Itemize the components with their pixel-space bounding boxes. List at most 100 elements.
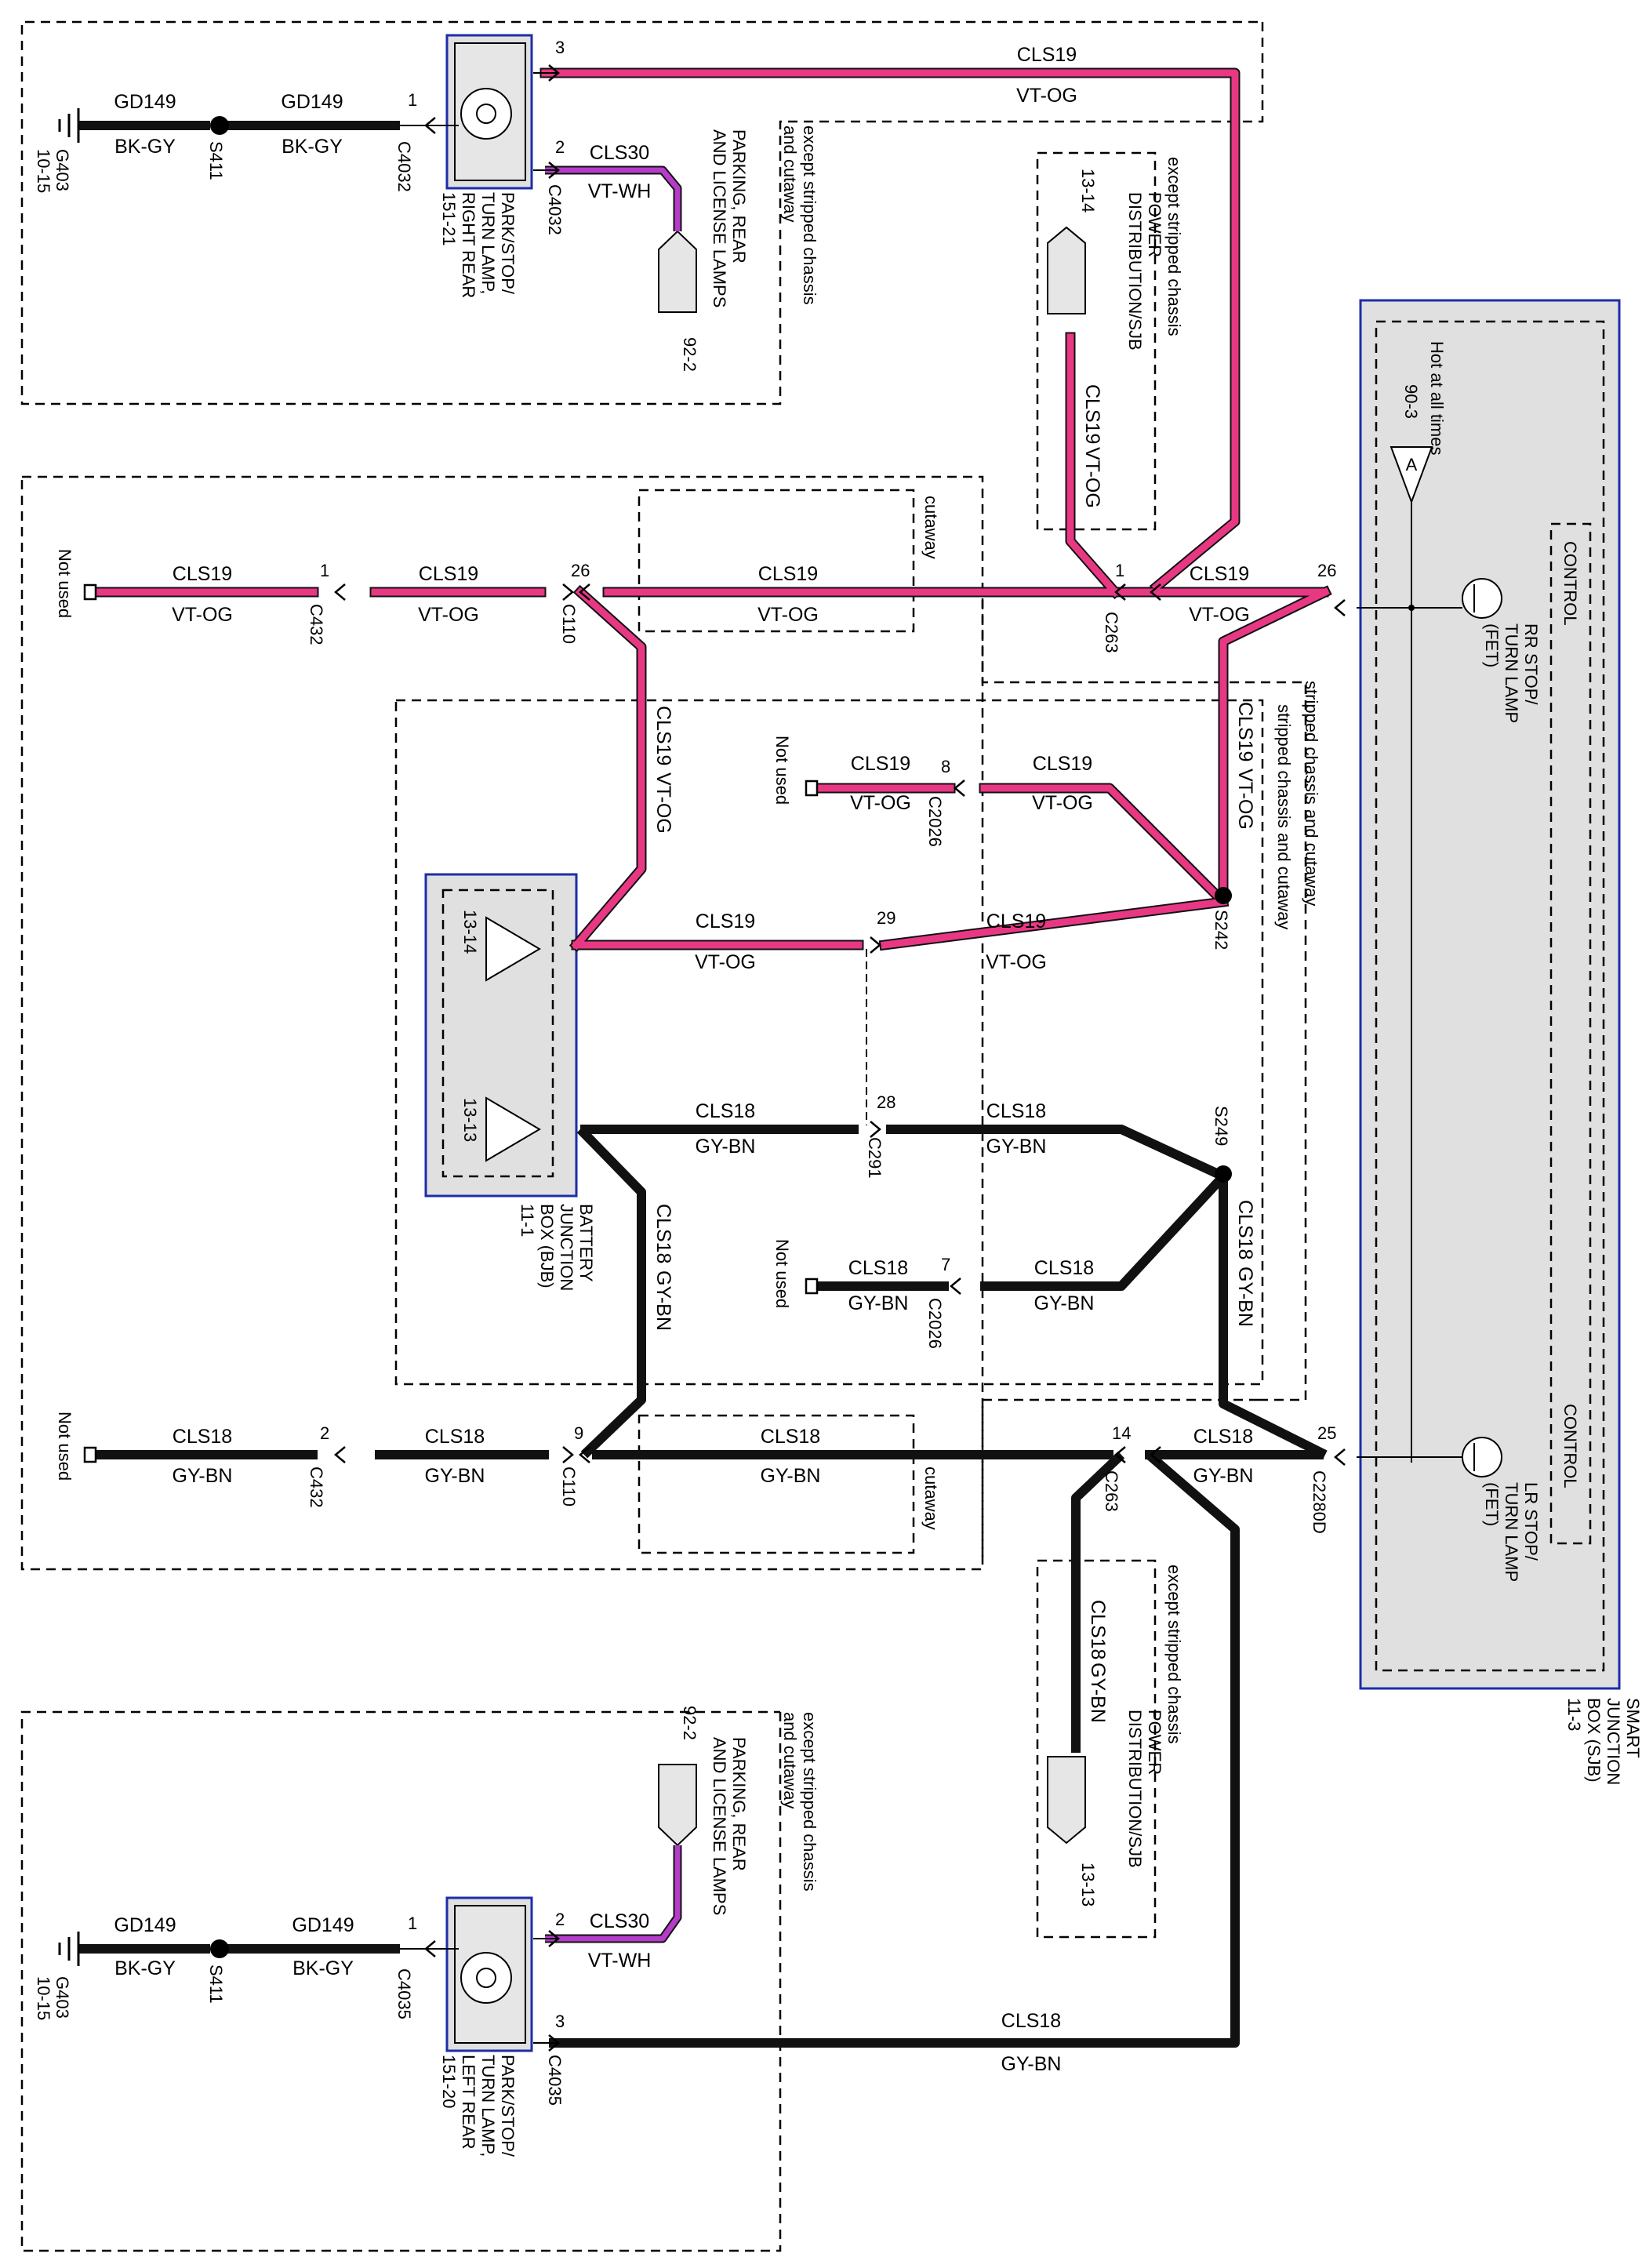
wire-label-bk-gy: BK-GY [114,1957,176,1979]
sjb-name: JUNCTION [1604,1698,1623,1785]
wire-label-cls18: CLS18 [652,1204,674,1263]
lr-fet-label: LR STOP/ [1521,1482,1541,1561]
wire-label-cls19: CLS19 [419,563,478,585]
connector-label: C4032 [394,141,414,192]
wire-label-vt-wh: VT-WH [588,1950,652,1972]
parking-lamp-name: PARKING, REAR [729,129,749,264]
except-stripped-label: except stripped chassis [800,125,819,305]
pin-label: 26 [1317,561,1336,580]
bjb-inner-box [441,889,554,1178]
stripped-cutaway-label: stripped chassis and cutaway [1302,681,1321,906]
pin-label: 8 [941,757,950,776]
wire-label-cls19: CLS19 [652,706,674,765]
connector-label: C4035 [545,2055,565,2106]
power-dist-bottom-icon [1047,1756,1086,1845]
option-region-boxes [20,20,1307,2252]
rr-fet-label: (FET) [1482,623,1502,667]
wire-label-cls18: CLS18 [1001,2010,1061,2032]
power-dist-name: DISTRIBUTION/SJB [1125,1710,1145,1868]
pin-label: 1 [1115,561,1124,580]
region-c263-lower [981,1398,1259,1561]
parking-lamp-name: AND LICENSE LAMPS [710,1737,729,1915]
connector-label: C263 [1102,1470,1121,1512]
connector-arrows [334,64,1346,2052]
connector-label: C2280D [1310,1470,1329,1534]
bjb-name: BOX (BJB) [537,1204,557,1288]
splice-dots [210,116,1232,1958]
region-lr-lamp [20,1710,782,2252]
pin-label: 28 [877,1092,895,1112]
wire-label-vt-og: VT-OG [1234,769,1256,830]
wire-label-gy-bn: GY-BN [1234,1267,1256,1327]
region-stripped-chassis [394,699,1264,1386]
region-power-dist-top [1036,151,1157,531]
bjb-name: 11-1 [518,1204,537,1237]
connector-label: S242 [1212,910,1231,950]
wire-label-cls18: CLS18 [848,1257,908,1279]
lr-lamp-name: LEFT REAR [459,2055,478,2150]
pin-label: 1 [320,561,329,580]
wire-label-vt-og: VT-OG [1189,604,1250,626]
except-stripped-label: and cutaway [780,125,800,223]
wire-label-gy-bn: GY-BN [425,1465,485,1487]
parking-lamp-top-icon [658,230,697,313]
wires-cls30 [545,165,682,1943]
wire-label-vt-og: VT-OG [695,951,756,973]
pin-label: 9 [574,1423,583,1443]
wire-label-gy-bn: GY-BN [848,1292,909,1314]
wire-label-cls19: CLS19 [986,910,1046,932]
wire-label-cls19: CLS19 [1190,563,1249,585]
connector-label: C2026 [925,1298,945,1349]
connector-label: C110 [559,604,579,644]
sjb-control-label: CONTROL [1560,1404,1580,1488]
splice-s249 [1215,1165,1232,1183]
sjb-fuse-ref: 90-3 [1401,384,1421,419]
wire-label-cls30: CLS30 [590,142,649,164]
lr-fet-symbol [1462,1437,1502,1477]
wire-label-cls19: CLS19 [1033,753,1092,775]
ground-code: G403 [53,1976,72,2019]
rr-bulb-filament [476,104,496,124]
region-c263-upper [981,600,1307,1401]
label-layer: CLS19 VT-OG CLS30 VT-WH GD149 BK-GY GD14… [34,38,1642,2157]
stripped-cutaway-label: stripped chassis and cutaway [1274,704,1294,929]
parking-lamp-name: AND LICENSE LAMPS [710,129,729,307]
region-rr-lamp [20,20,1264,405]
connector-label: C263 [1102,612,1121,653]
power-dist-name: POWER [1145,1710,1164,1775]
rr-lamp-name: PARK/STOP/ [498,192,518,295]
sjb-hot-label: Hot at all times [1427,341,1447,456]
splice-label: S411 [206,1965,226,2004]
pin-label: 2 [555,1910,565,1929]
pin-label: 7 [941,1255,950,1274]
sjb-inner-box [1375,320,1605,1672]
sjb-control-box [1549,522,1592,1545]
lr-fet-label: TURN LAMP [1502,1482,1521,1582]
sjb-name: BOX (SJB) [1584,1698,1604,1783]
pin-label: 26 [571,561,590,580]
wire-label-cls18: CLS18 [173,1426,232,1448]
except-stripped-label: except stripped chassis [800,1712,819,1892]
ground-code: G403 [53,149,72,191]
rr-bulb-icon [460,88,512,140]
region-center [20,475,984,1571]
lr-bulb-icon [460,1952,512,2004]
wire-label-cls30: CLS30 [590,1910,649,1932]
wire-label-vt-og: VT-OG [1081,447,1103,508]
splice-s411-top [210,116,229,135]
bjb-name: JUNCTION [557,1204,576,1291]
wire-label-cls19: CLS19 [696,910,755,932]
thin-leads [400,72,1462,2044]
ground-ref: 10-15 [34,1976,53,2020]
sjb-name: 11-3 [1564,1698,1584,1731]
wire-label-vt-og: VT-OG [986,951,1047,973]
bjb-ref: 13-13 [460,1098,480,1142]
rr-fet-label: RR STOP/ [1521,623,1541,705]
not-used-terminals [83,583,819,1463]
power-dist-top-body [1047,226,1086,314]
wire-label-gy-bn: GY-BN [986,1136,1047,1158]
lr-fet-label: (FET) [1482,1482,1502,1526]
connector-label: S249 [1212,1106,1231,1146]
parking-lamp-ref: 92-2 [680,337,699,372]
power-dist-ref: 13-13 [1078,1863,1098,1906]
